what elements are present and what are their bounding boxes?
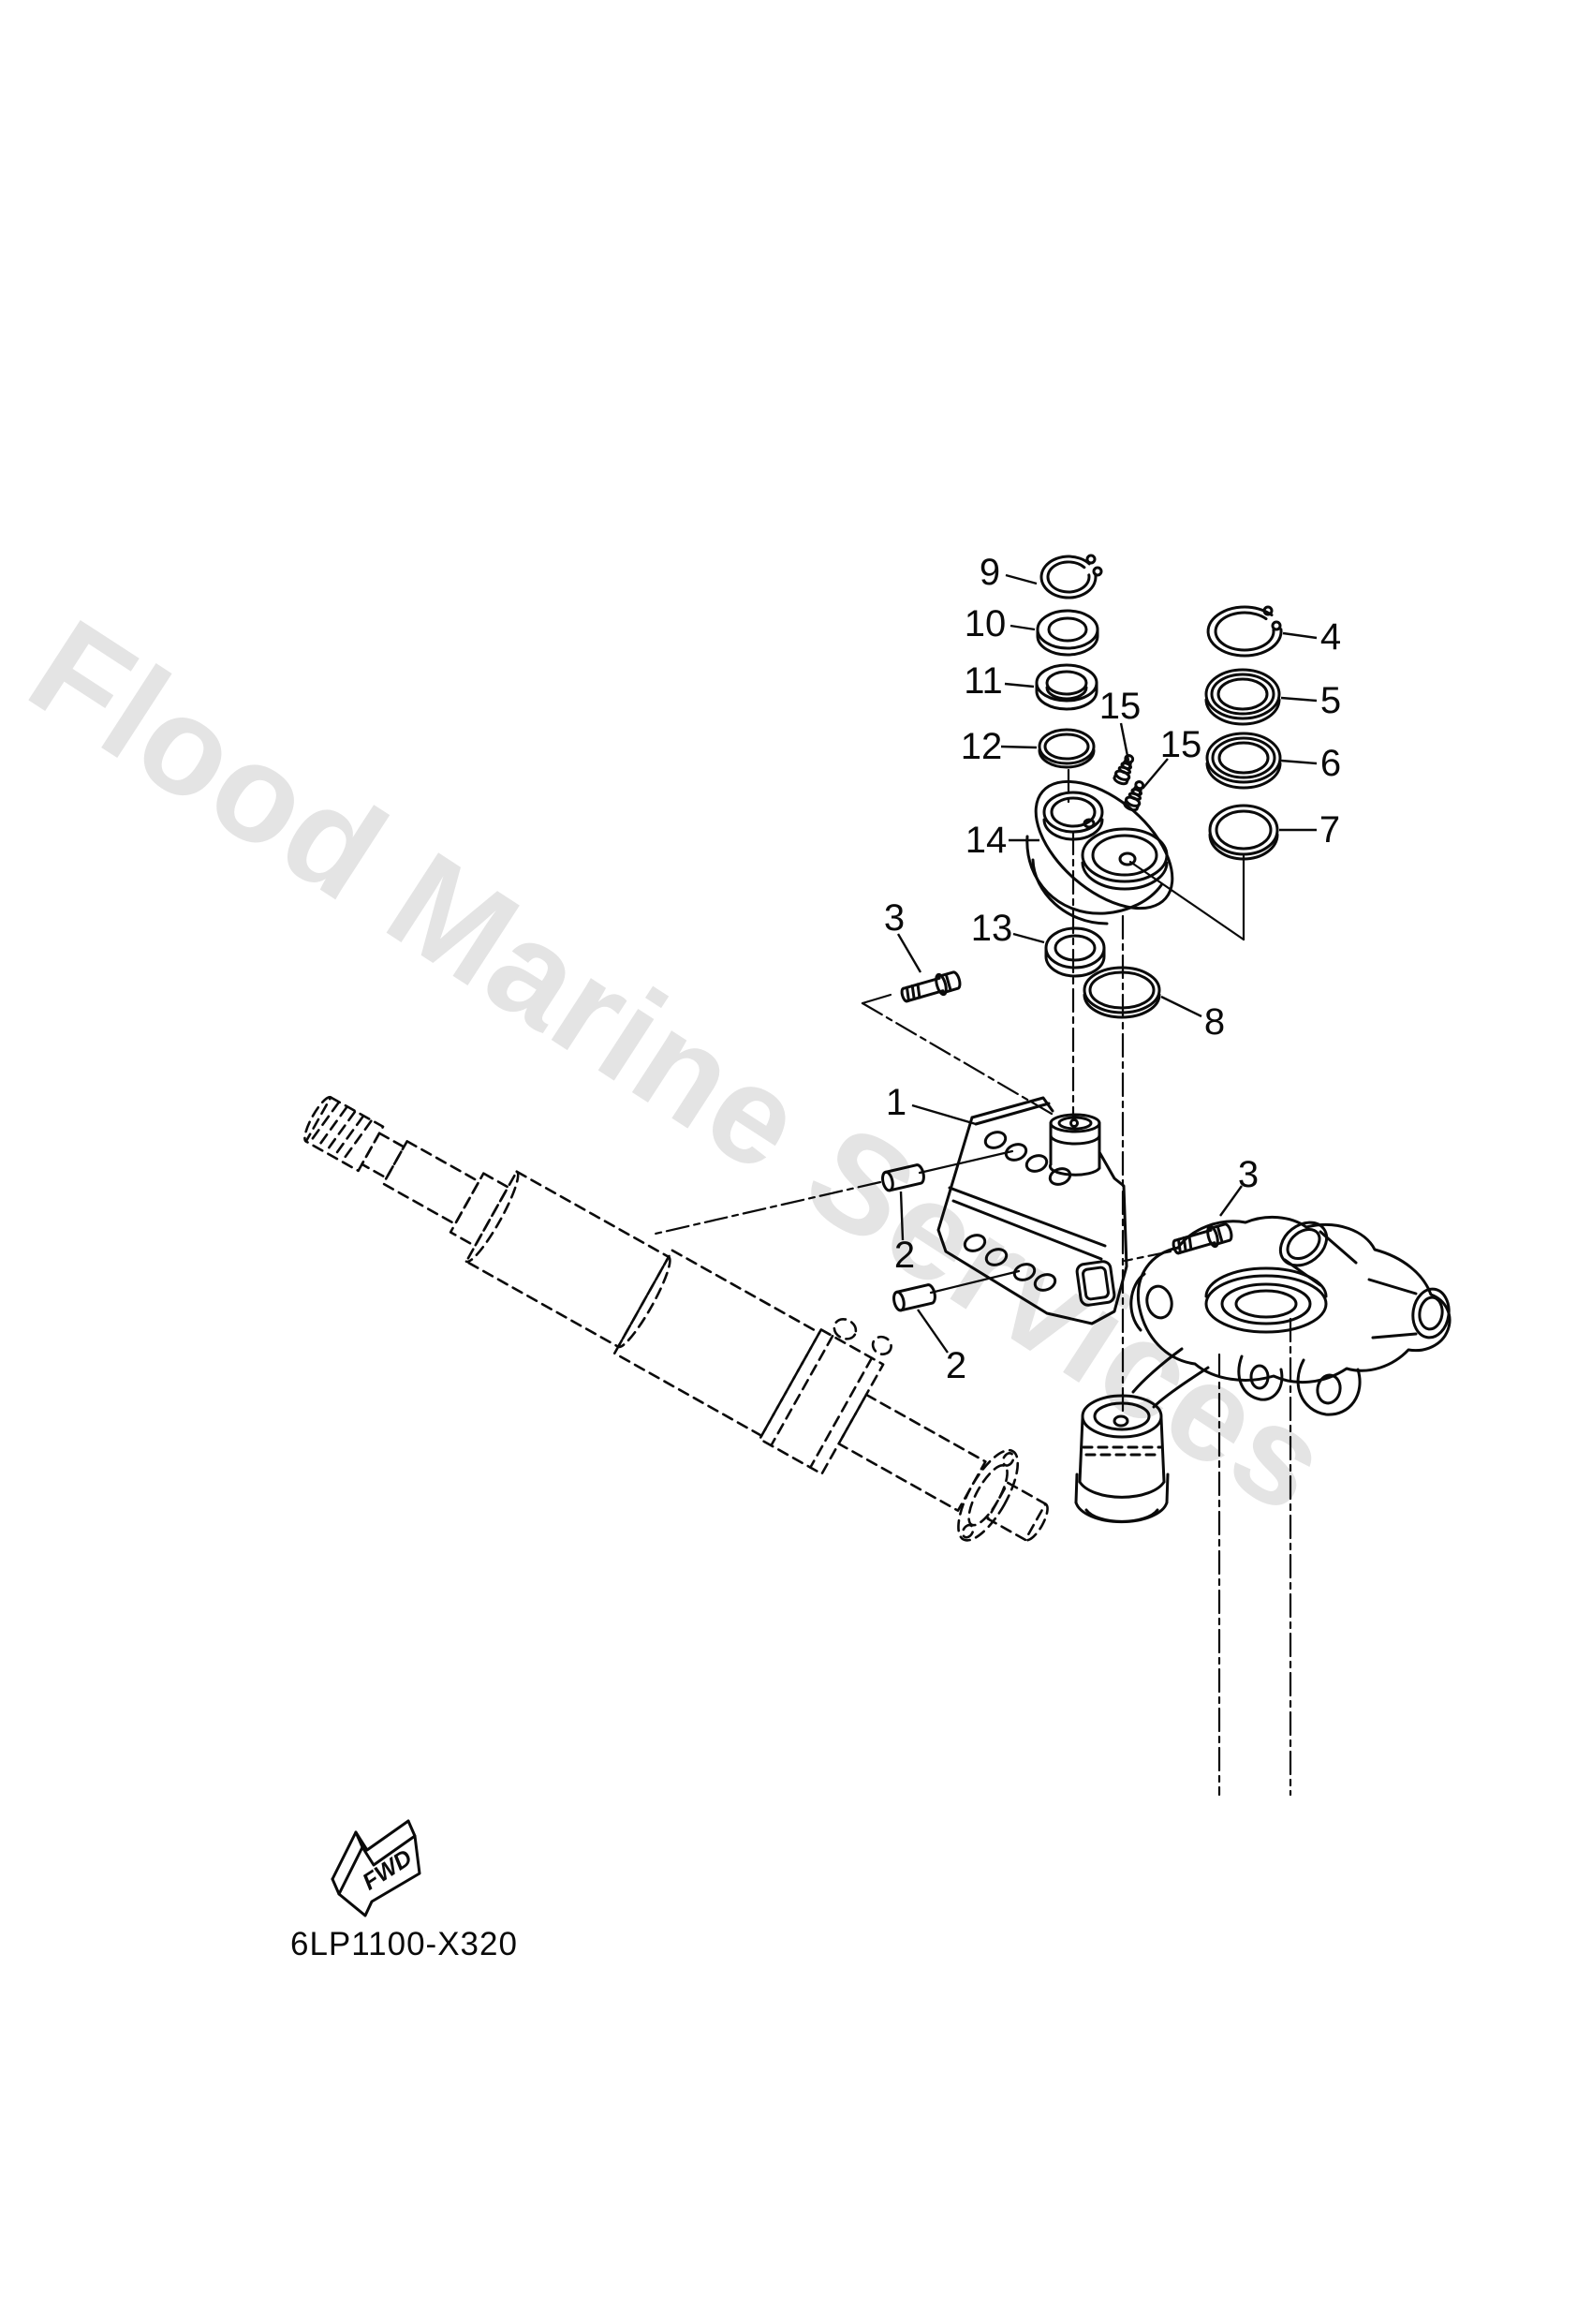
callout-label-10: 10 [965,603,1007,644]
leader-line [1012,932,1045,944]
dowel-pin-part-2a [881,1163,925,1192]
callout-label-14: 14 [965,820,1008,861]
callout-label-11: 11 [964,660,1003,702]
watermark-text: Flood Marine Services [5,590,1356,1543]
leader-line [1219,1185,1243,1217]
dowel-pin-part-2b [892,1283,936,1312]
callout-label-2: 2 [894,1235,915,1276]
callout-label-9: 9 [980,552,1000,593]
bolt-part-3a [900,970,962,1003]
seal-part-6 [1205,732,1282,790]
leader-line [896,933,922,973]
leader-line [1005,573,1038,585]
callout-label-8: 8 [1204,1001,1225,1043]
bushing-part-13 [1044,926,1106,978]
swivel-bracket [1074,1215,1452,1524]
swivel-lower-bushing [1074,1394,1170,1524]
callout-label-3: 3 [1238,1154,1259,1195]
clamp-bracket-part-1 [936,1096,1128,1325]
leader-line [911,1103,977,1126]
leader-line [1282,631,1318,640]
pivot-boss [1048,1113,1101,1177]
part-code-text: 6LP1100-X320 [290,1926,518,1962]
callout-label-15: 15 [1099,686,1142,727]
leader-line [1010,624,1036,631]
callout-label-15: 15 [1160,724,1202,765]
o-ring-part-7 [1208,804,1279,861]
callout-label-4: 4 [1320,616,1341,658]
callout-label-5: 5 [1320,680,1341,721]
seal-part-5 [1204,668,1281,726]
assembly-centerlines [654,768,1292,1797]
washer-part-10 [1036,609,1099,657]
callout-label-12: 12 [961,726,1003,767]
leader-line [1280,759,1318,765]
callout-label-3: 3 [884,897,905,939]
callout-label-2: 2 [946,1345,966,1386]
leader-line [899,1191,905,1241]
snap-ring-part-9 [1039,554,1103,600]
callout-label-6: 6 [1320,743,1341,784]
bushing-part-11 [1035,663,1098,711]
leader-line [1142,758,1169,790]
fwd-direction-arrow [331,1819,421,1917]
bolt-part-3b [1172,1222,1233,1255]
leader-line [1119,722,1130,762]
o-ring-part-12 [1038,728,1096,769]
steering-mount-bracket-part-14 [1025,779,1174,925]
leader-line [1160,995,1202,1018]
grease-fitting-part-15a [1113,754,1135,786]
callout-label-7: 7 [1319,809,1340,851]
callout-label-13: 13 [971,908,1013,949]
leader-line [917,1309,949,1354]
leader-line [1000,745,1038,749]
leader-line [1004,682,1035,688]
callout-label-1: 1 [886,1082,906,1123]
tilt-cylinder-phantom [303,1095,1049,1542]
snap-ring-part-4 [1206,605,1283,658]
grease-fitting-part-15b [1123,780,1145,812]
leader-line [1280,696,1318,703]
